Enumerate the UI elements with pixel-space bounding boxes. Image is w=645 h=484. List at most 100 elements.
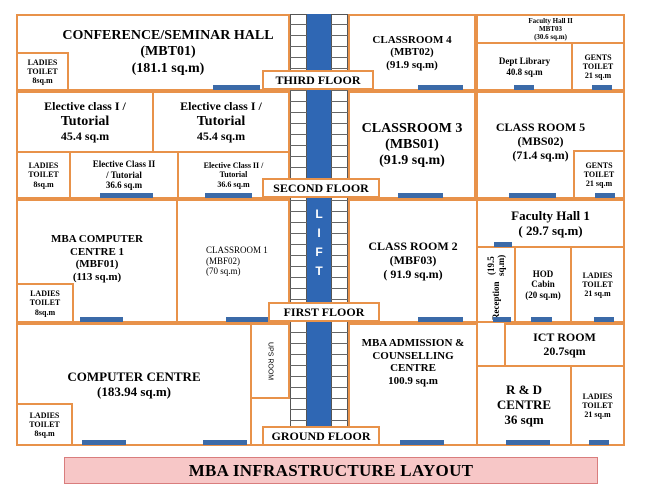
lift-letter-i: I bbox=[317, 226, 321, 240]
stair-step bbox=[331, 376, 348, 377]
stair-step bbox=[290, 288, 307, 289]
room-area: 45.4 sq.m bbox=[196, 129, 246, 144]
stair-step bbox=[290, 277, 307, 278]
door-marker bbox=[82, 440, 126, 445]
room-name: CLASSROOM 4 bbox=[372, 33, 452, 46]
room-name: Dept Library bbox=[498, 56, 551, 67]
room-name: Elective class I / bbox=[180, 99, 262, 114]
room-name: Faculty Hall 1 bbox=[511, 207, 590, 223]
stair-step bbox=[290, 409, 307, 410]
room-area: ( 29.7 sq.m) bbox=[518, 222, 583, 238]
room-ladies-toilet-third: LADIES TOILET 8sq.m bbox=[16, 52, 69, 91]
door-marker bbox=[514, 85, 534, 90]
room-area: 8sq.m bbox=[34, 307, 56, 317]
room-area: (20 sq.m) bbox=[525, 289, 561, 300]
room-area: (19.5 sq.m) bbox=[486, 255, 506, 277]
door-marker bbox=[226, 317, 268, 322]
room-area: 21 sq.m bbox=[584, 289, 611, 299]
stair-step bbox=[290, 255, 307, 256]
door-marker bbox=[494, 242, 512, 247]
stair-step bbox=[290, 244, 307, 245]
room-name: TOILET bbox=[582, 400, 613, 410]
room-code: (MBS01) bbox=[385, 136, 439, 152]
stair-step bbox=[331, 57, 348, 58]
room-name: TOILET bbox=[29, 298, 61, 308]
door-marker bbox=[506, 440, 550, 445]
door-marker bbox=[213, 85, 260, 90]
stair-step bbox=[331, 343, 348, 344]
room-area: 8sq.m bbox=[33, 179, 54, 189]
door-marker bbox=[493, 317, 511, 322]
door-marker bbox=[100, 193, 153, 198]
room-name: Tutorial bbox=[60, 113, 110, 129]
layout-title: MBA INFRASTRUCTURE LAYOUT bbox=[64, 457, 598, 484]
room-elective-2a: Elective Class II / Tutorial 36.6 sq.m bbox=[69, 151, 179, 199]
room-name: Reception bbox=[491, 281, 501, 321]
room-name: LADIES bbox=[28, 161, 59, 171]
room-area: 40.8 sq.m bbox=[506, 66, 543, 77]
room-dept-library: Dept Library 40.8 sq.m bbox=[476, 42, 573, 91]
floor-label-ground: GROUND FLOOR bbox=[262, 426, 380, 446]
floor-label-third: THIRD FLOOR bbox=[262, 70, 374, 90]
room-code: (MBF03) bbox=[389, 253, 437, 268]
room-ups bbox=[250, 323, 290, 399]
room-area: (183.94 sq.m) bbox=[96, 383, 172, 399]
room-rnd-centre: R & D CENTRE 36 sqm bbox=[476, 365, 572, 446]
room-code: (MBS02) bbox=[517, 133, 564, 148]
room-name: Tutorial bbox=[196, 113, 246, 129]
room-faculty-hall-2: Faculty Hall II MBT03 (30.6 sq.m) bbox=[476, 14, 625, 44]
room-name: Elective Class II / bbox=[203, 161, 264, 171]
stair-step bbox=[331, 156, 348, 157]
stair-step bbox=[290, 112, 307, 113]
room-name: CENTRE bbox=[390, 362, 436, 375]
door-marker bbox=[400, 440, 444, 445]
stair-step bbox=[331, 266, 348, 267]
room-name: CENTRE bbox=[496, 397, 552, 413]
lift-letter-t: T bbox=[315, 264, 323, 278]
room-name: ICT ROOM bbox=[533, 330, 596, 345]
room-name: COUNSELLING bbox=[372, 349, 454, 362]
room-code: (MBF01) bbox=[75, 258, 119, 271]
room-area: 8sq.m bbox=[32, 76, 53, 86]
room-name: LADIES bbox=[27, 57, 58, 67]
stair-step bbox=[290, 46, 307, 47]
room-name: LADIES bbox=[30, 289, 60, 299]
door-marker bbox=[80, 317, 123, 322]
room-gents-toilet-third: GENTS TOILET 21 sq.m bbox=[571, 42, 625, 91]
room-area: ( 91.9 sq.m) bbox=[383, 266, 443, 281]
room-area: 45.4 sq.m bbox=[60, 129, 110, 144]
door-marker bbox=[594, 317, 614, 322]
stair-step bbox=[331, 123, 348, 124]
ups-room-label: UPS ROOM bbox=[266, 341, 274, 381]
room-name: R & D bbox=[505, 382, 543, 398]
door-marker bbox=[592, 85, 612, 90]
stair-step bbox=[331, 101, 348, 102]
room-ladies-toilet-first: LADIES TOILET 8sq.m bbox=[16, 283, 74, 323]
room-name: HOD bbox=[532, 268, 554, 279]
room-name: CLASS ROOM 5 bbox=[495, 120, 586, 134]
room-name: Cabin bbox=[531, 279, 555, 290]
room-area: (181.1 sq.m) bbox=[131, 60, 205, 76]
room-name: GENTS bbox=[585, 160, 613, 170]
stair-step bbox=[290, 376, 307, 377]
stair-step bbox=[331, 46, 348, 47]
stair-step bbox=[290, 200, 307, 201]
stair-step bbox=[331, 387, 348, 388]
stair-step bbox=[331, 90, 348, 91]
stair-step bbox=[331, 365, 348, 366]
stair-step bbox=[331, 200, 348, 201]
stair-step bbox=[331, 68, 348, 69]
stair-step bbox=[290, 343, 307, 344]
door-marker bbox=[205, 193, 252, 198]
stair-step bbox=[290, 145, 307, 146]
stair-step bbox=[331, 255, 348, 256]
door-marker bbox=[398, 193, 443, 198]
room-code: (MBT01) bbox=[140, 44, 196, 60]
room-faculty-hall-1: Faculty Hall 1 ( 29.7 sq.m) bbox=[476, 199, 625, 248]
stair-step bbox=[290, 233, 307, 234]
room-name: CLASSROOM 3 bbox=[361, 120, 463, 136]
stair-step bbox=[331, 167, 348, 168]
door-marker bbox=[595, 193, 615, 198]
room-name: TOILET bbox=[29, 419, 60, 429]
